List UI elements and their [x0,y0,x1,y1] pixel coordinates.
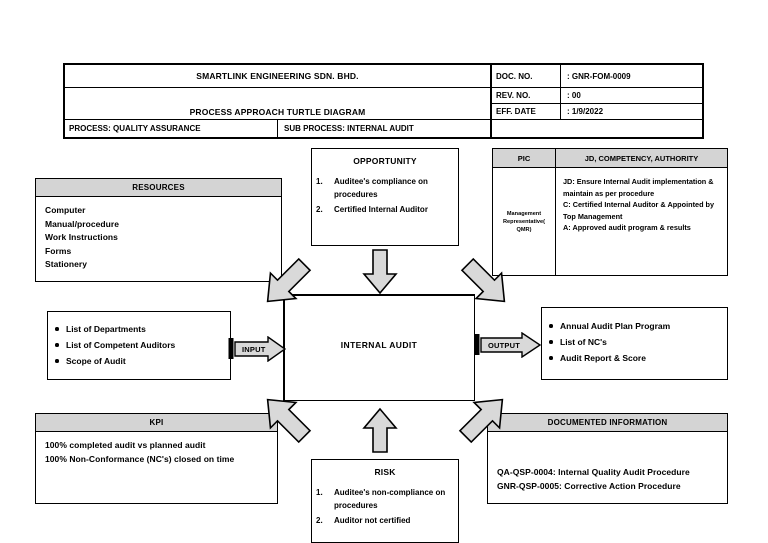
risk-box: RISK 1. Auditee's non-compliance on proce… [311,459,459,543]
output-arrow-shape [474,331,542,359]
doc-no-label: DOC. NO. [492,65,561,87]
list-item: 2. Auditor not certified [312,514,452,527]
list-item: List of Competent Auditors [55,337,230,353]
center-process-label: INTERNAL AUDIT [340,340,418,350]
connector-top [283,294,475,296]
list-number: 2. [316,205,323,214]
list-item-label: Auditee's non-compliance on procedures [334,488,446,510]
output-box: Annual Audit Plan Program List of NC's A… [541,307,728,380]
jd-content: JD: Ensure Internal Audit implementation… [556,168,727,275]
resources-box: RESOURCES Computer Manual/procedure Work… [35,178,282,282]
document-line: GNR-QSP-0005: Corrective Action Procedur… [497,480,681,491]
kpi-list: 100% completed audit vs planned audit 10… [36,432,277,470]
output-arrow-label: OUTPUT [488,340,521,350]
list-item: List of NC's [549,334,727,350]
list-item-label: Auditor not certified [334,516,411,525]
output-arrow: OUTPUT [474,331,542,359]
process-name: PROCESS: QUALITY ASSURANCE [65,120,278,137]
documented-information-list: QA-QSP-0004: Internal Quality Audit Proc… [488,432,727,497]
diagram-title: PROCESS APPROACH TURTLE DIAGRAM [65,104,492,120]
center-process-box: INTERNAL AUDIT [283,294,475,401]
list-item: Work Instructions [45,232,118,242]
input-list: List of Departments List of Competent Au… [48,321,230,369]
list-number: 1. [316,488,323,497]
kpi-line: 100% Non-Conformance (NC's) closed on ti… [45,453,235,464]
company-name-spacer [65,88,492,104]
pic-column-header: PIC [493,149,556,168]
header-blank-cell [492,120,702,137]
connector-right [473,294,475,401]
list-item: Audit Report & Score [549,350,727,366]
eff-date-label: EFF. DATE [492,104,561,119]
arrow-risk-to-process [362,407,398,453]
list-number: 1. [316,177,323,186]
list-item: Manual/procedure [45,218,120,229]
list-item: Annual Audit Plan Program [549,318,727,334]
list-number: 2. [316,516,323,525]
doc-no-value: : GNR-FOM-0009 [567,71,631,81]
document-line: QA-QSP-0004: Internal Quality Audit Proc… [497,467,690,477]
input-box: List of Departments List of Competent Au… [47,311,231,380]
connector-bottom [283,399,475,401]
arrow-process-to-kpi [266,398,312,444]
list-item: Scope of Audit [55,353,230,369]
arrow-process-to-documented-information [458,398,504,444]
input-arrow-label: INPUT [242,344,266,354]
eff-date-value: : 1/9/2022 [567,107,604,116]
list-item: Computer [45,205,86,215]
list-item: List of Departments [55,321,230,337]
opportunity-list: 1. Auditee's compliance on procedures 2. C… [312,175,458,216]
sub-process-name: SUB PROCESS: INTERNAL AUDIT [278,120,492,137]
jd-line: JD: Ensure Internal Audit implementation… [563,177,714,198]
list-item-label: Certified Internal Auditor [334,205,428,214]
list-item: 1. Auditee's non-compliance on procedures [312,486,452,512]
list-item: 1. Auditee's compliance on procedures [312,175,452,201]
risk-title: RISK [374,467,396,477]
opportunity-box: OPPORTUNITY 1. Auditee's compliance on pr… [311,148,459,246]
arrow-pic-to-process [460,257,506,303]
pic-person: Management Representative( QMR) [493,168,556,275]
competency-line: C: Certified Internal Auditor & Appointe… [563,200,715,221]
list-item: 2. Certified Internal Auditor [312,203,452,216]
list-item: Stationery [45,259,88,269]
arrow-resources-to-process [266,257,312,303]
list-item-label: Auditee's compliance on procedures [334,177,428,199]
authority-line: A: Approved audit program & results [563,223,691,232]
document-header-table: SMARTLINK ENGINEERING SDN. BHD. DOC. NO.… [63,63,704,139]
resources-title: RESOURCES [36,179,281,197]
list-item: Forms [45,245,72,256]
jd-column-header: JD, COMPETENCY, AUTHORITY [556,149,727,168]
input-arrow: INPUT [228,335,287,363]
kpi-line: 100% completed audit vs planned audit [45,440,206,450]
risk-list: 1. Auditee's non-compliance on procedures… [312,486,458,527]
rev-no-label: REV. NO. [492,88,561,103]
documented-information-title: DOCUMENTED INFORMATION [488,414,727,432]
documented-information-box: DOCUMENTED INFORMATION QA-QSP-0004: Inte… [487,413,728,504]
arrow-opportunity-to-process [362,249,398,295]
rev-no-value: : 00 [567,91,581,100]
kpi-title: KPI [36,414,277,432]
output-list: Annual Audit Plan Program List of NC's A… [542,318,727,366]
kpi-box: KPI 100% completed audit vs planned audi… [35,413,278,504]
opportunity-title: OPPORTUNITY [353,156,417,166]
company-name: SMARTLINK ENGINEERING SDN. BHD. [65,65,492,88]
resources-list: Computer Manual/procedure Work Instructi… [36,197,281,276]
pic-competency-table: PIC JD, COMPETENCY, AUTHORITY Management… [492,148,728,276]
input-arrow-shape [228,335,287,363]
